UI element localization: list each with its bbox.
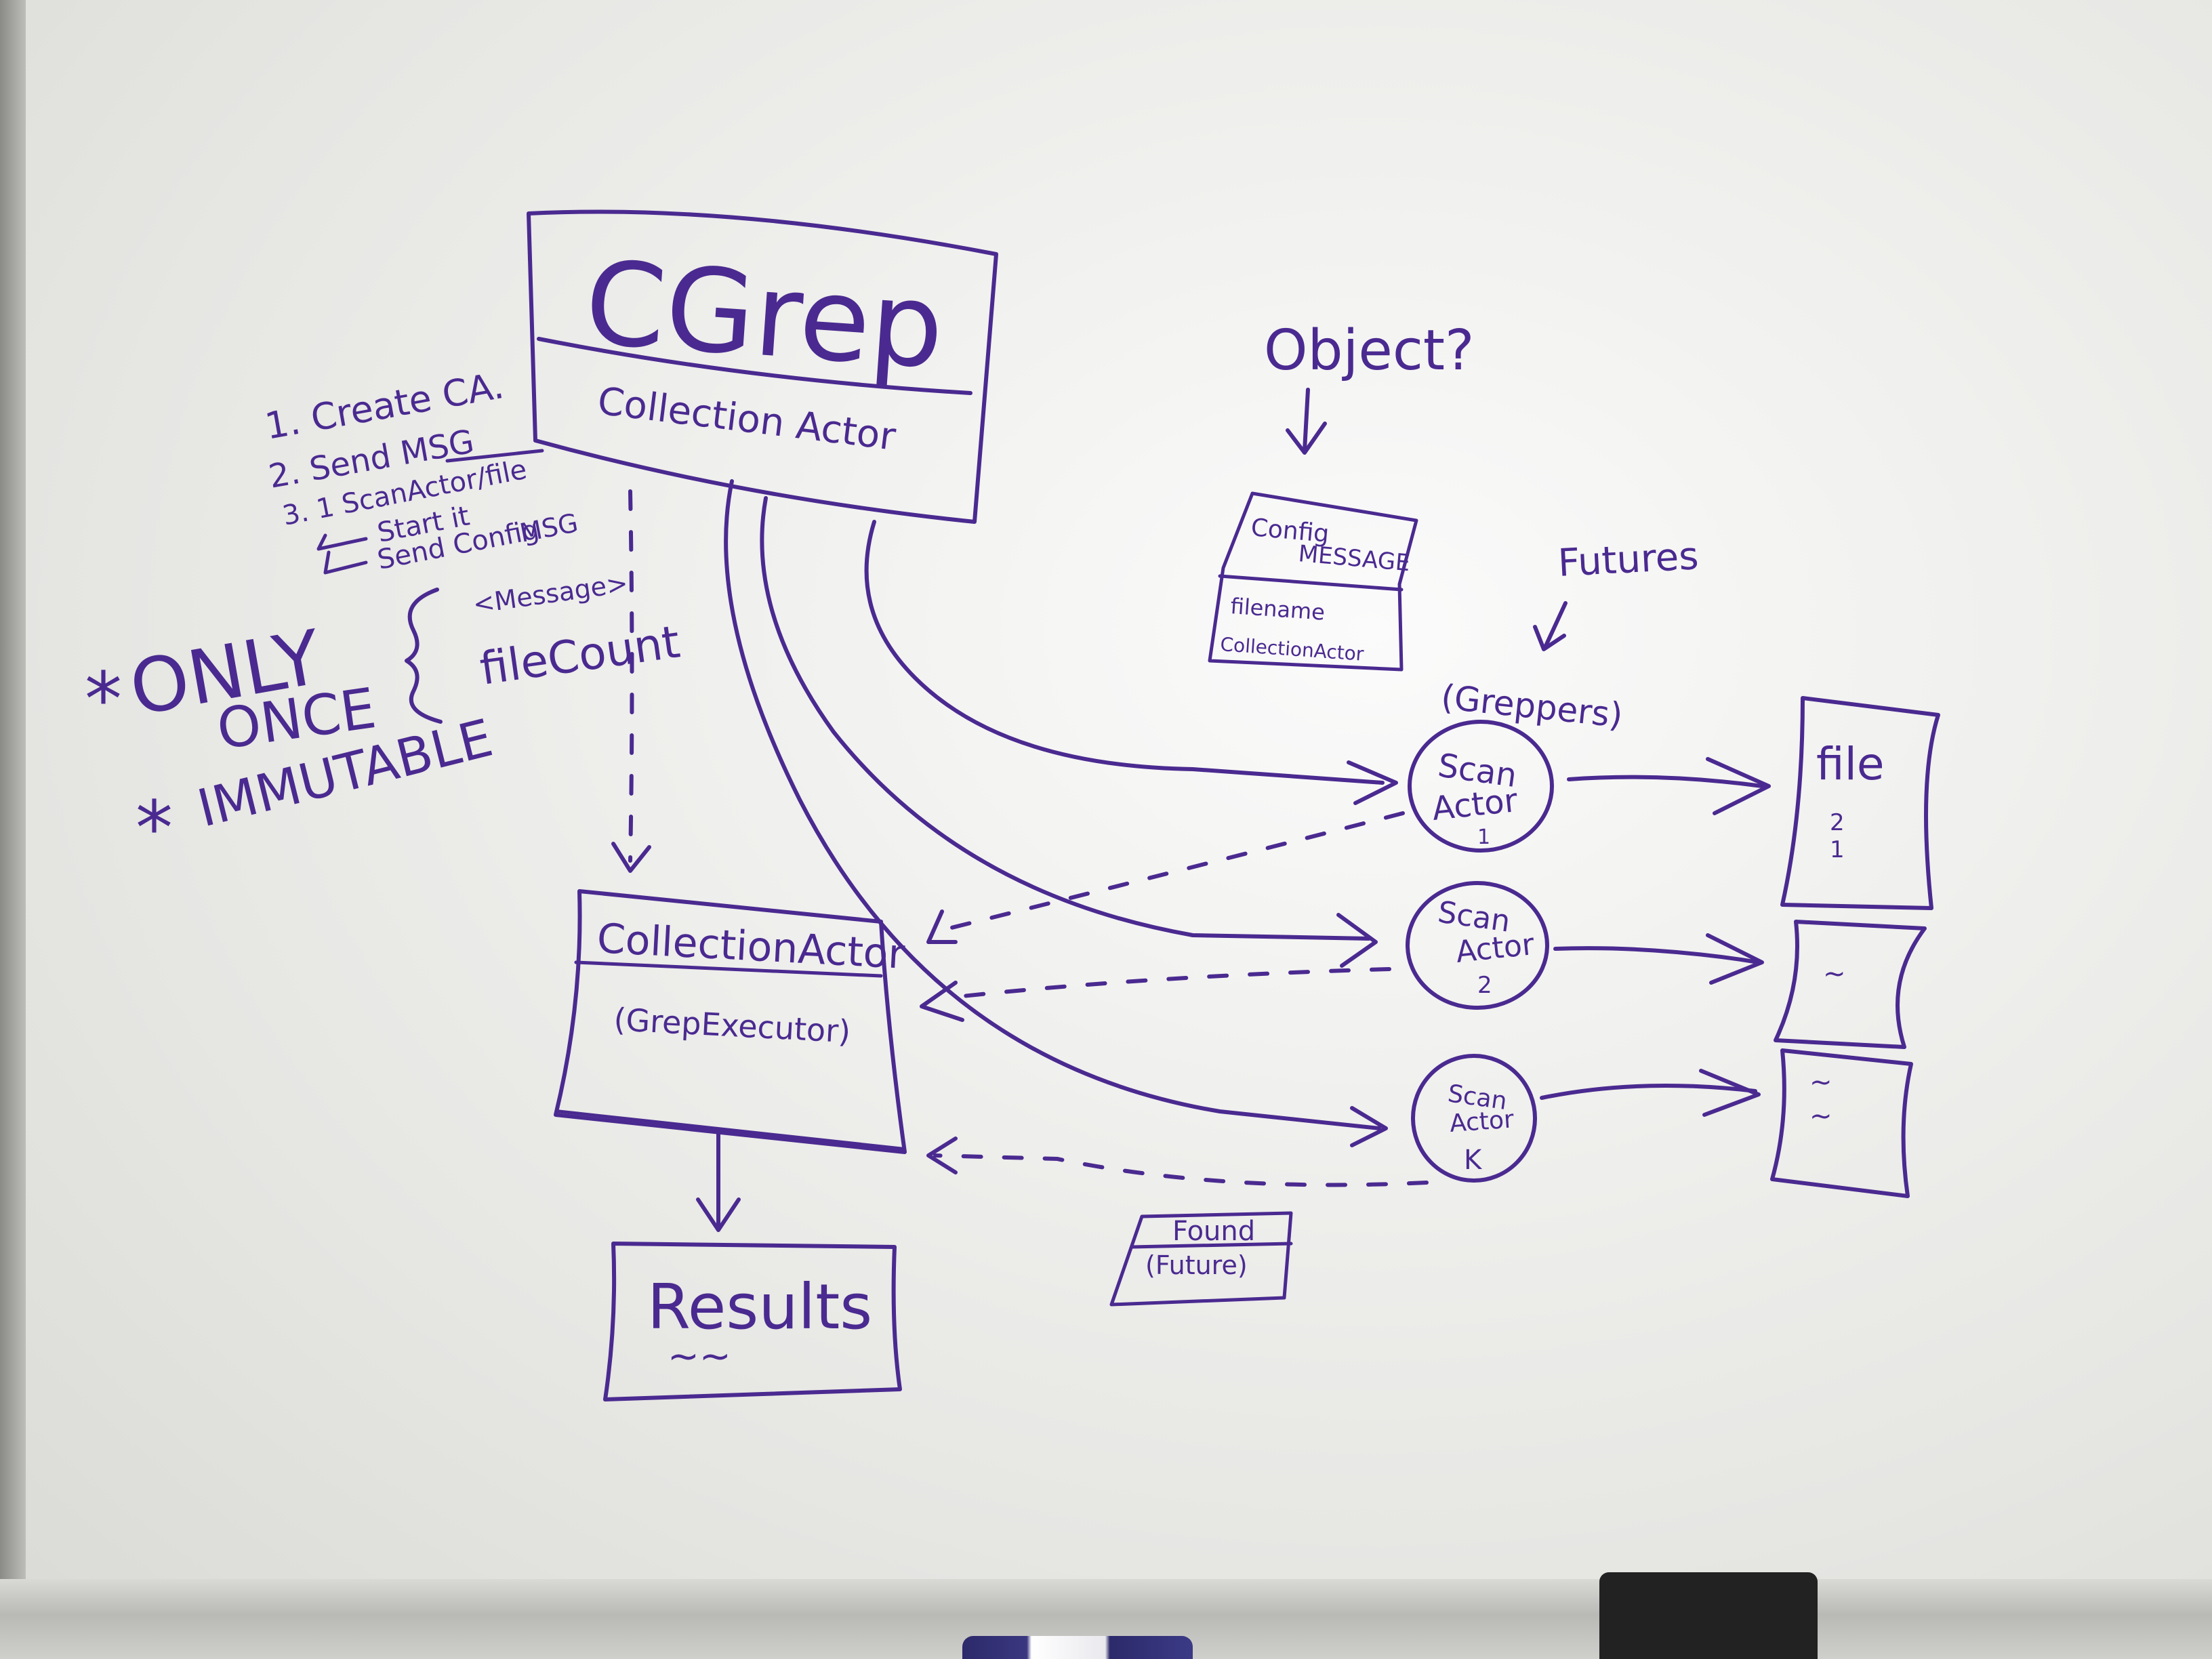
scan-to-file-arrows xyxy=(1540,757,1771,1117)
step-3c: MSG xyxy=(517,508,580,548)
note-star-2: * xyxy=(136,785,173,872)
file-1-line-2: 1 xyxy=(1830,836,1845,863)
config-field-1: filename xyxy=(1229,593,1326,626)
scan-actor-1: Scan Actor 1 xyxy=(1408,720,1554,853)
futures-label: Futures xyxy=(1557,534,1700,586)
scan-actor-k: Scan Actor K xyxy=(1411,1054,1537,1183)
file-3: ~ ~ xyxy=(1770,1048,1913,1198)
results-title: Results xyxy=(647,1271,872,1343)
note-star-1: * xyxy=(85,656,122,743)
whiteboard-frame-edge xyxy=(0,0,26,1659)
scan-actor-2-line2: Actor xyxy=(1454,927,1536,970)
file-2-line-1: ~ xyxy=(1823,958,1846,989)
futures-group: Futures (Greppers) xyxy=(1439,534,1700,735)
cgrep-box: CGrep Collection Actor xyxy=(527,209,998,524)
cgrep-to-scan-arrows xyxy=(724,479,1398,1147)
file-1: file 2 1 xyxy=(1780,696,1940,910)
collection-actor-box: CollectionActor (GrepExecutor) xyxy=(554,889,907,1154)
file-3-line-2: ~ xyxy=(1809,1101,1832,1132)
message-notes: <Message> fileCount * ONLY ONCE * IMMUTA… xyxy=(85,568,683,872)
collection-actor-title: CollectionActor xyxy=(596,915,906,979)
scan-actor-2: Scan Actor 2 xyxy=(1406,881,1549,1010)
scan-actor-k-index: K xyxy=(1464,1145,1483,1176)
scan-actor-1-index: 1 xyxy=(1477,825,1490,849)
file-1-line-1: 2 xyxy=(1830,809,1845,836)
cgrep-title: CGrep xyxy=(581,236,948,394)
marker-pen xyxy=(962,1636,1193,1659)
scan-actor-k-line2: Actor xyxy=(1449,1105,1515,1138)
config-title-1: Config xyxy=(1250,514,1330,548)
file-2: ~ xyxy=(1774,920,1927,1049)
scan-actor-1-line2: Actor xyxy=(1430,781,1519,828)
eraser xyxy=(1599,1572,1818,1659)
config-title-2: MESSAGE xyxy=(1297,540,1411,577)
found-future: Found (Future) xyxy=(1109,1211,1293,1307)
dashed-return-arrows xyxy=(611,489,1429,1187)
cgrep-subtitle: Collection Actor xyxy=(595,379,899,459)
config-message-group: Object? Config MESSAGE filename Collecti… xyxy=(1208,319,1475,672)
message-label: <Message> xyxy=(471,568,630,619)
object-label: Object? xyxy=(1264,319,1475,383)
results-box: Results ~~ xyxy=(603,1242,902,1401)
found-line1: Found xyxy=(1172,1216,1255,1247)
collection-actor-subtitle: (GrepExecutor) xyxy=(613,1001,851,1050)
results-arrow xyxy=(696,1130,741,1232)
greppers-label: (Greppers) xyxy=(1439,677,1624,735)
found-line2: (Future) xyxy=(1145,1250,1248,1280)
scan-actor-2-index: 2 xyxy=(1477,972,1492,999)
file-3-line-1: ~ xyxy=(1809,1067,1832,1098)
file-count: fileCount xyxy=(477,615,683,695)
results-squiggle: ~~ xyxy=(668,1334,731,1378)
file-1-title: file xyxy=(1816,738,1885,790)
